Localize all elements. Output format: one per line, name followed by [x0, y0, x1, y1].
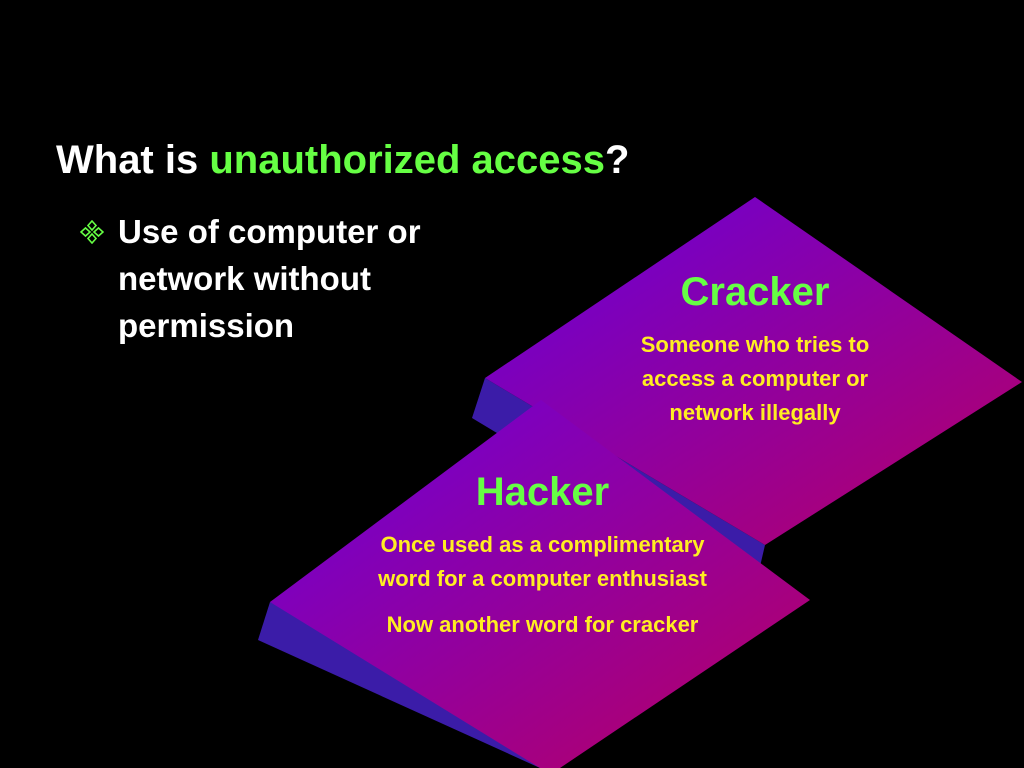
hacker-title: Hacker: [475, 470, 610, 514]
bullet-text: Use of computer or network without permi…: [118, 213, 421, 344]
cracker-card-shape: [485, 197, 1022, 545]
title-highlight: unauthorized access: [209, 138, 606, 182]
slide-title: What is unauthorized access?: [56, 138, 629, 183]
cracker-title: Cracker: [680, 270, 830, 314]
bullet-item: Use of computer or network without permi…: [80, 208, 500, 349]
hacker-body-2: Now another word for cracker: [386, 612, 699, 637]
title-suffix: ?: [605, 138, 630, 182]
hacker-card: Hacker Once used as a complimentary word…: [360, 468, 725, 642]
title-prefix: What is: [56, 138, 210, 182]
hacker-card-shape: [270, 400, 810, 768]
cracker-body: Someone who tries to access a computer o…: [640, 332, 870, 425]
four-diamond-bullet-icon: [80, 220, 104, 244]
cracker-card: Cracker Someone who tries to access a co…: [610, 268, 900, 430]
hacker-body-1: Once used as a complimentary word for a …: [378, 532, 707, 591]
